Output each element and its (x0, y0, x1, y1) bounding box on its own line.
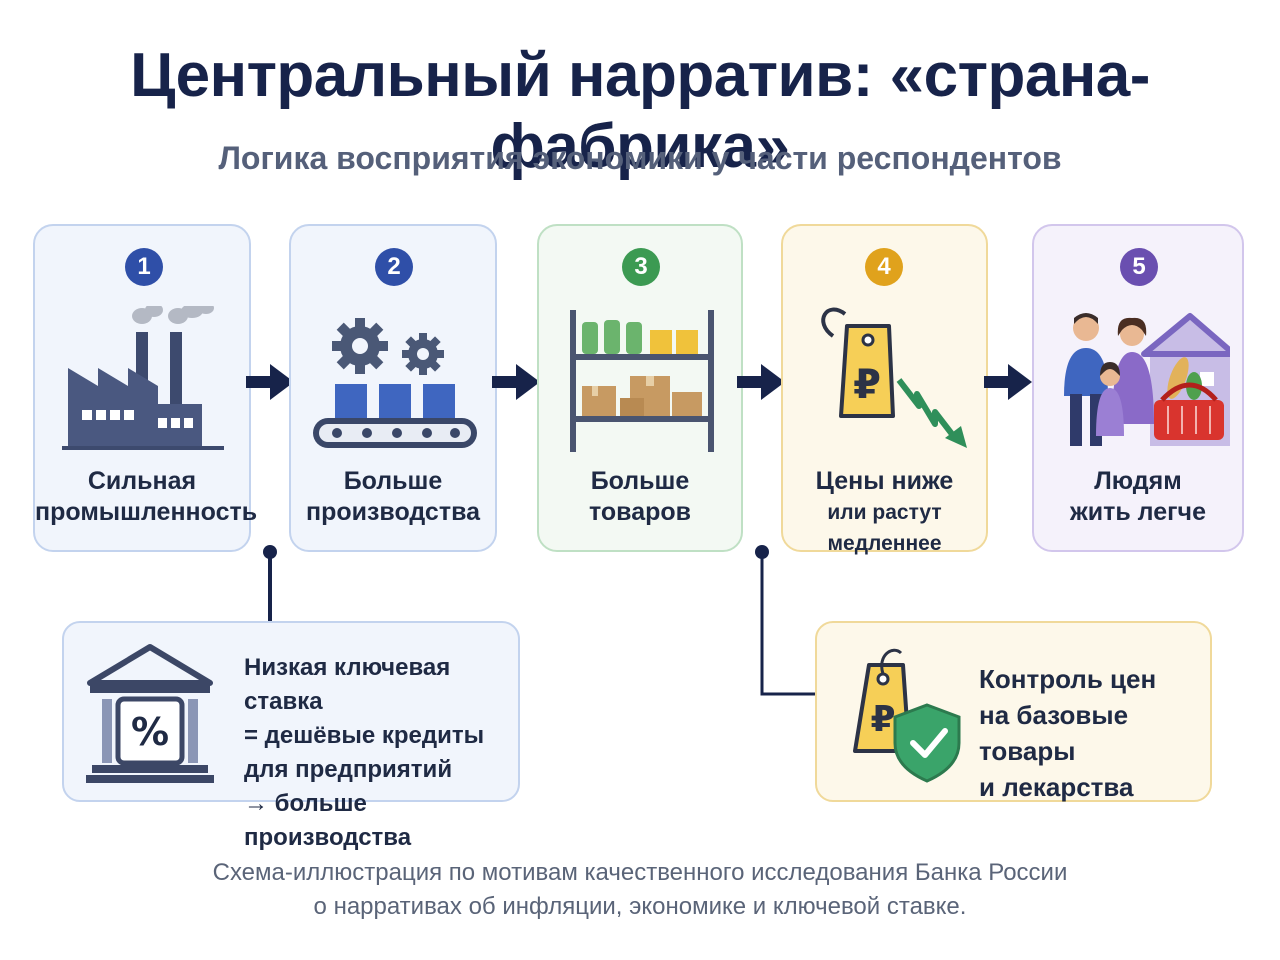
note-line: = дешёвые кредиты (244, 722, 485, 749)
step-label-line1: Больше (343, 467, 443, 495)
step-label: Больше товаров (539, 466, 741, 528)
step-label-line1: Больше (590, 467, 690, 495)
flow-arrow-icon (492, 364, 540, 400)
step-label-line2: жить легче (1070, 498, 1206, 526)
footnote-line: Схема-иллюстрация по мотивам качественно… (212, 859, 1068, 886)
note-key-rate-text: Низкая ключевая ставка = дешёвые кредиты… (244, 651, 518, 855)
note-line: для предприятий (244, 756, 453, 783)
step-card-1: 1 Сильная промышленность (33, 224, 258, 552)
step-number-badge: 4 (865, 248, 903, 286)
note-price-control-text: Контроль цен на базовые товары и лекарст… (979, 661, 1210, 805)
note-line: Низкая ключевая ставка (244, 654, 451, 715)
footnote-line: о нарративах об инфляции, экономике и кл… (313, 893, 967, 920)
price-tag-shield-check-icon: ₽ (853, 648, 961, 783)
step-label-line1: Сильная (87, 467, 197, 495)
flow-arrow-icon (984, 364, 1032, 400)
svg-text:%: % (131, 710, 169, 754)
goods-shelf-icon (570, 310, 714, 452)
note-line: и лекарства (979, 772, 1134, 802)
ruble-price-tag-down-icon: ₽ (821, 307, 967, 448)
step-card-5: 5 Людям жить легче (1032, 224, 1244, 552)
step-number-badge: 3 (622, 248, 660, 286)
factory-icon (62, 306, 224, 450)
step-card-4: 4 ₽ Цены ниже или растут медленнее (781, 224, 988, 555)
page-title: Центральный нарратив: «страна-фабрика» (130, 41, 1150, 181)
step-label-line1: Цены ниже (815, 467, 954, 495)
svg-text:₽: ₽ (870, 699, 895, 740)
note-line: → больше производства (244, 790, 412, 851)
svg-text:₽: ₽ (853, 362, 881, 408)
step-label-line2: промышленность (35, 498, 258, 526)
step-number-badge: 5 (1120, 248, 1158, 286)
step-label: Людям жить легче (1034, 466, 1242, 528)
step-label: Сильная промышленность (35, 466, 258, 528)
connector-right (755, 545, 820, 696)
flow-arrow-icon (246, 364, 294, 400)
step-label-line2: товаров (588, 498, 692, 526)
note-key-rate: % Низкая ключевая ставка = дешёвые креди… (62, 621, 520, 851)
page-subtitle: Логика восприятия экономики у части респ… (218, 140, 1062, 176)
step-card-3: 3 Больше товаров (537, 224, 743, 552)
bank-percent-icon: % (86, 644, 214, 783)
footnote: Схема-иллюстрация по мотивам качественно… (0, 856, 1280, 924)
note-line: на базовые товары (979, 700, 1129, 766)
step-card-2: 2 Больше производства (289, 224, 497, 552)
note-price-control: ₽ Контроль цен на базовые товары и лекар… (815, 621, 1212, 802)
step-label-line2: производства (305, 498, 481, 526)
step-label-line1: Людям (1094, 467, 1182, 495)
step-label: Цены ниже или растут медленнее (783, 466, 986, 559)
step-label-line2: или растут медленнее (827, 501, 942, 555)
step-number-badge: 1 (125, 248, 163, 286)
note-line: Контроль цен (979, 664, 1157, 694)
step-number-badge: 2 (375, 248, 413, 286)
family-home-basket-icon (1064, 313, 1230, 446)
flow-arrow-icon (737, 364, 785, 400)
step-label: Больше производства (291, 466, 495, 528)
connector-left (263, 545, 277, 624)
conveyor-gears-icon (313, 318, 477, 448)
